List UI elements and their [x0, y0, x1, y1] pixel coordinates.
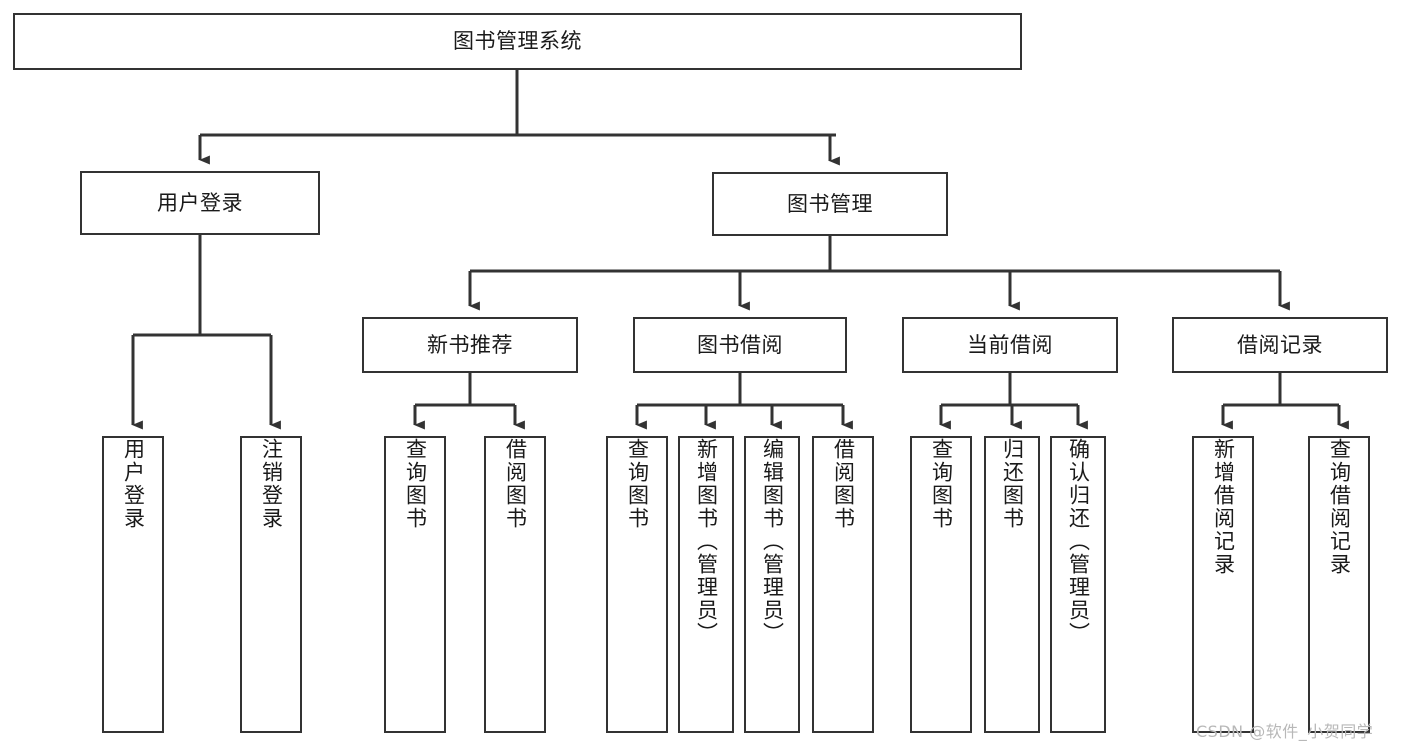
leaf-user-login-label: 用户登录	[121, 438, 146, 530]
csdn-watermark: CSDN @软件_小贺同学	[1196, 722, 1374, 741]
leaf-user-login[interactable]: 用户登录	[102, 436, 164, 733]
node-root-system[interactable]: 图书管理系统	[13, 13, 1022, 70]
leaf-query-book-1-label: 查询图书	[403, 438, 428, 530]
node-book-borrow[interactable]: 图书借阅	[633, 317, 847, 373]
leaf-return-book-label: 归还图书	[1000, 438, 1025, 530]
leaf-borrow-book-2-label: 借阅图书	[831, 438, 856, 530]
leaf-add-record-label: 新增借阅记录	[1211, 438, 1236, 576]
leaf-confirm-return-label: 确认归还（管理员）	[1066, 438, 1091, 645]
leaf-add-book[interactable]: 新增图书（管理员）	[678, 436, 734, 733]
leaf-logout-label: 注销登录	[259, 438, 284, 530]
node-borrow-record-label: 借阅记录	[1237, 332, 1323, 357]
node-current-borrow-label: 当前借阅	[967, 332, 1053, 357]
leaf-query-record[interactable]: 查询借阅记录	[1308, 436, 1370, 733]
node-book-manage-label: 图书管理	[787, 191, 873, 216]
leaf-query-book-2[interactable]: 查询图书	[606, 436, 668, 733]
node-user-login[interactable]: 用户登录	[80, 171, 320, 235]
leaf-query-book-3[interactable]: 查询图书	[910, 436, 972, 733]
leaf-confirm-return[interactable]: 确认归还（管理员）	[1050, 436, 1106, 733]
node-user-login-label: 用户登录	[157, 190, 243, 215]
node-current-borrow[interactable]: 当前借阅	[902, 317, 1118, 373]
leaf-query-book-1[interactable]: 查询图书	[384, 436, 446, 733]
leaf-query-book-3-label: 查询图书	[929, 438, 954, 530]
node-book-manage[interactable]: 图书管理	[712, 172, 948, 236]
leaf-add-record[interactable]: 新增借阅记录	[1192, 436, 1254, 733]
leaf-borrow-book-2[interactable]: 借阅图书	[812, 436, 874, 733]
leaf-return-book[interactable]: 归还图书	[984, 436, 1040, 733]
node-root-label: 图书管理系统	[453, 29, 582, 54]
leaf-borrow-book-1[interactable]: 借阅图书	[484, 436, 546, 733]
leaf-edit-book-label: 编辑图书（管理员）	[760, 438, 785, 645]
node-new-book-rec[interactable]: 新书推荐	[362, 317, 578, 373]
leaf-logout[interactable]: 注销登录	[240, 436, 302, 733]
leaf-query-record-label: 查询借阅记录	[1327, 438, 1352, 576]
node-new-book-rec-label: 新书推荐	[427, 332, 513, 357]
node-borrow-record[interactable]: 借阅记录	[1172, 317, 1388, 373]
leaf-borrow-book-1-label: 借阅图书	[503, 438, 528, 530]
leaf-query-book-2-label: 查询图书	[625, 438, 650, 530]
leaf-add-book-label: 新增图书（管理员）	[694, 438, 719, 645]
node-book-borrow-label: 图书借阅	[697, 332, 783, 357]
leaf-edit-book[interactable]: 编辑图书（管理员）	[744, 436, 800, 733]
